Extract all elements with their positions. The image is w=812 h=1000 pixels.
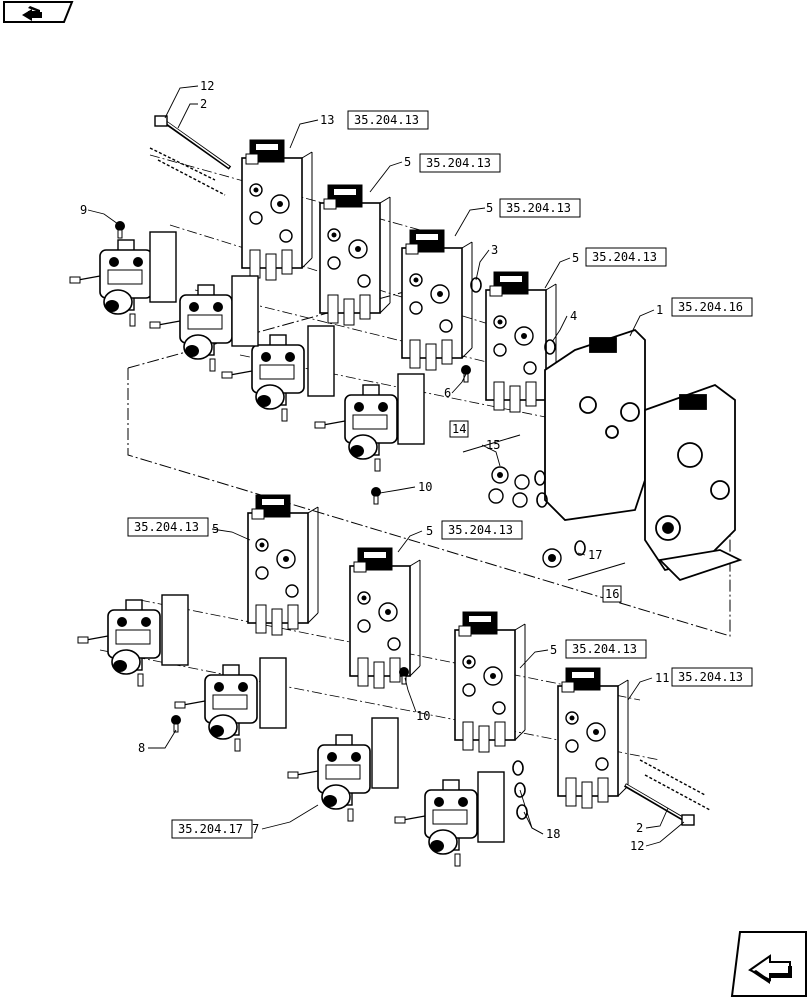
- callout-9: 9: [80, 203, 87, 217]
- ref-link-13[interactable]: 35.204.13: [347, 110, 429, 130]
- end-housing-1: [544, 328, 743, 582]
- callout-10-a: 10: [418, 480, 432, 494]
- svg-text:35.204.17: 35.204.17: [178, 822, 243, 836]
- valve-section-11: [557, 667, 629, 809]
- callout-12-top: 12: [200, 79, 214, 93]
- callout-5-b: 5: [486, 201, 493, 215]
- actuator-9: [69, 239, 153, 327]
- ref-link-5e[interactable]: 35.204.13: [441, 520, 523, 540]
- svg-text:35.204.13: 35.204.13: [448, 523, 513, 537]
- svg-text:16: 16: [605, 587, 619, 601]
- callout-17: 17: [588, 548, 602, 562]
- valve-section-5a: [319, 184, 391, 326]
- tie-rods-top: [149, 115, 232, 196]
- valve-section-5b: [401, 229, 473, 371]
- actuator-low-1: [77, 599, 161, 687]
- ref-link-5a[interactable]: 35.204.13: [419, 153, 501, 173]
- actuator-top-3: [221, 334, 305, 422]
- svg-text:35.204.16: 35.204.16: [678, 300, 743, 314]
- svg-text:35.204.13: 35.204.13: [572, 642, 637, 656]
- ref-link-7[interactable]: 35.204.17: [171, 819, 253, 839]
- callout-18: 18: [546, 827, 560, 841]
- plug-10a: [370, 486, 382, 505]
- boxed-callout-14: 14: [449, 420, 469, 438]
- svg-text:35.204.13: 35.204.13: [592, 250, 657, 264]
- valve-section-13: [241, 139, 313, 281]
- fittings-15: [488, 466, 548, 508]
- return-arrow-icon: [22, 6, 42, 21]
- callout-15: 15: [486, 438, 500, 452]
- valve-section-5e: [349, 547, 421, 689]
- callout-11: 11: [655, 671, 669, 685]
- callout-5-c: 5: [572, 251, 579, 265]
- svg-text:35.204.13: 35.204.13: [134, 520, 199, 534]
- valve-section-5d: [247, 494, 319, 636]
- callout-10-b: 10: [416, 709, 430, 723]
- actuator-7: [287, 734, 371, 822]
- bolt-8: [170, 714, 182, 733]
- callout-5-d: 5: [212, 522, 219, 536]
- ref-link-5f[interactable]: 35.204.13: [565, 639, 647, 659]
- leader-lines: [87, 85, 685, 847]
- callout-13: 13: [320, 113, 334, 127]
- ref-link-5d[interactable]: 35.204.13: [127, 517, 209, 537]
- svg-text:35.204.13: 35.204.13: [678, 670, 743, 684]
- callout-4: 4: [570, 309, 577, 323]
- callout-5-f: 5: [550, 643, 557, 657]
- callout-5-e: 5: [426, 524, 433, 538]
- next-page-button[interactable]: [730, 931, 807, 997]
- callout-3: 3: [491, 243, 498, 257]
- callout-12-bottom: 12: [630, 839, 644, 853]
- valve-section-5f: [454, 611, 526, 753]
- callout-2-top: 2: [200, 97, 207, 111]
- actuator-top-4: [314, 384, 398, 472]
- svg-text:35.204.13: 35.204.13: [426, 156, 491, 170]
- boxed-callout-16: 16: [602, 585, 622, 603]
- svg-text:14: 14: [452, 422, 466, 436]
- fitting-17: [542, 540, 586, 568]
- actuator-flanges-low: [161, 594, 505, 843]
- callout-2-bottom: 2: [636, 821, 643, 835]
- svg-text:35.204.13: 35.204.13: [354, 113, 419, 127]
- ref-link-5c[interactable]: 35.204.13: [585, 247, 667, 267]
- return-arrow-button[interactable]: [3, 1, 74, 23]
- next-page-arrow-icon: [748, 954, 792, 984]
- actuator-flanges-top: [149, 231, 425, 445]
- plug-6: [460, 364, 472, 383]
- callout-6: 6: [444, 386, 451, 400]
- callout-1: 1: [656, 303, 663, 317]
- svg-text:35.204.13: 35.204.13: [506, 201, 571, 215]
- ref-link-11[interactable]: 35.204.13: [671, 667, 753, 687]
- actuator-low-4: [394, 779, 478, 867]
- ref-link-1[interactable]: 35.204.16: [671, 297, 753, 317]
- ref-link-5b[interactable]: 35.204.13: [499, 198, 581, 218]
- actuator-low-2: [174, 664, 258, 752]
- callout-7: 7: [252, 822, 259, 836]
- tie-rods-bottom: [623, 759, 711, 826]
- plug-9: [114, 220, 126, 239]
- callout-5-a: 5: [404, 155, 411, 169]
- callout-8: 8: [138, 741, 145, 755]
